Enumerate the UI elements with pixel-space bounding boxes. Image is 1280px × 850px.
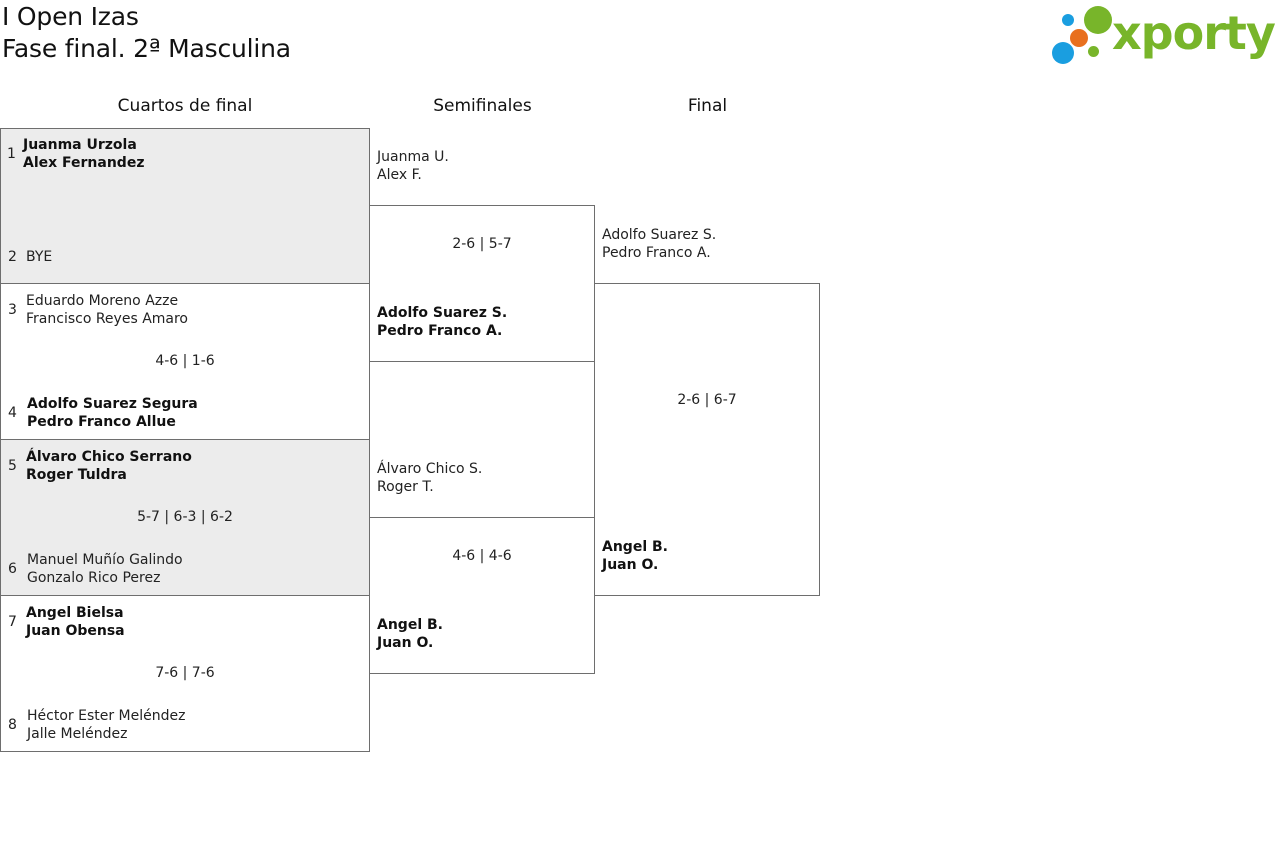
seed-number: 8: [8, 717, 17, 733]
player-name: Alex F.: [377, 167, 422, 183]
final-match: [594, 283, 820, 596]
team-pair: Héctor Ester Meléndez Jalle Meléndez: [27, 707, 185, 743]
team-pair: Álvaro Chico Serrano Roger Tuldra: [26, 448, 192, 484]
logo-text: xporty: [1112, 6, 1276, 60]
team-pair: Adolfo Suarez S. Pedro Franco A.: [602, 226, 716, 262]
team-pair: Angel B. Juan O.: [377, 616, 443, 652]
player-name: Jalle Meléndez: [27, 726, 128, 742]
seed-number: 7: [8, 614, 17, 630]
team-pair: Adolfo Suarez S. Pedro Franco A.: [377, 304, 507, 340]
logo-dot-green: [1084, 6, 1112, 34]
seed-number: 1: [7, 146, 16, 162]
logo-dot-blue-large: [1052, 42, 1074, 64]
team-pair: Manuel Muñío Galindo Gonzalo Rico Perez: [27, 551, 183, 587]
team-pair: BYE: [26, 248, 52, 266]
team-pair: Juanma Urzola Alex Fernandez: [23, 136, 144, 172]
player-name: Adolfo Suarez S.: [602, 227, 717, 243]
team-pair: Angel Bielsa Juan Obensa: [26, 604, 125, 640]
player-name: Alex Fernandez: [23, 155, 145, 171]
player-name: Roger Tuldra: [26, 467, 127, 483]
player-name: BYE: [26, 249, 53, 265]
player-name: Juanma U.: [377, 149, 449, 165]
page-title: I Open Izas: [2, 2, 139, 31]
player-name: Álvaro Chico Serrano: [26, 449, 192, 465]
team-pair: Álvaro Chico S. Roger T.: [377, 460, 482, 496]
player-name: Héctor Ester Meléndez: [27, 708, 186, 724]
player-name: Gonzalo Rico Perez: [27, 570, 161, 586]
seed-number: 4: [8, 405, 17, 421]
player-name: Angel Bielsa: [26, 605, 124, 621]
match-score: 2-6 | 6-7: [677, 392, 737, 408]
round-header-quarterfinals: Cuartos de final: [117, 96, 253, 116]
player-name: Álvaro Chico S.: [377, 461, 483, 477]
player-name: Adolfo Suarez S.: [377, 305, 508, 321]
match-score: 4-6 | 1-6: [155, 353, 215, 369]
seed-number: 6: [8, 561, 17, 577]
team-pair: Adolfo Suarez Segura Pedro Franco Allue: [27, 395, 198, 431]
player-name: Pedro Franco A.: [602, 245, 711, 261]
player-name: Pedro Franco A.: [377, 323, 503, 339]
player-name: Angel B.: [602, 539, 668, 555]
team-pair: Juanma U. Alex F.: [377, 148, 449, 184]
seed-number: 5: [8, 458, 17, 474]
seed-number: 3: [8, 302, 17, 318]
quarterfinal-match-1: [0, 128, 370, 284]
player-name: Adolfo Suarez Segura: [27, 396, 198, 412]
xporty-logo[interactable]: xporty: [1050, 4, 1276, 66]
player-name: Juan O.: [602, 557, 659, 573]
player-name: Roger T.: [377, 479, 434, 495]
logo-dot-orange: [1070, 29, 1088, 47]
player-name: Juan Obensa: [26, 623, 125, 639]
seed-number: 2: [8, 249, 17, 265]
player-name: Angel B.: [377, 617, 443, 633]
match-score: 4-6 | 4-6: [452, 548, 512, 564]
team-pair: Eduardo Moreno Azze Francisco Reyes Amar…: [26, 292, 188, 328]
player-name: Juanma Urzola: [23, 137, 137, 153]
page-subtitle: Fase final. 2ª Masculina: [2, 34, 291, 63]
quarterfinal-match-3: [0, 439, 370, 596]
match-score: 7-6 | 7-6: [155, 665, 215, 681]
match-score: 5-7 | 6-3 | 6-2: [137, 509, 233, 525]
team-pair: Angel B. Juan O.: [602, 538, 668, 574]
match-score: 2-6 | 5-7: [452, 236, 512, 252]
logo-dot-blue-small: [1062, 14, 1074, 26]
player-name: Juan O.: [377, 635, 434, 651]
logo-dot-green-small: [1088, 46, 1099, 57]
round-header-semifinals: Semifinales: [433, 96, 532, 116]
player-name: Eduardo Moreno Azze: [26, 293, 179, 309]
player-name: Manuel Muñío Galindo: [27, 552, 183, 568]
player-name: Pedro Franco Allue: [27, 414, 176, 430]
player-name: Francisco Reyes Amaro: [26, 311, 188, 327]
round-header-final: Final: [687, 96, 728, 116]
